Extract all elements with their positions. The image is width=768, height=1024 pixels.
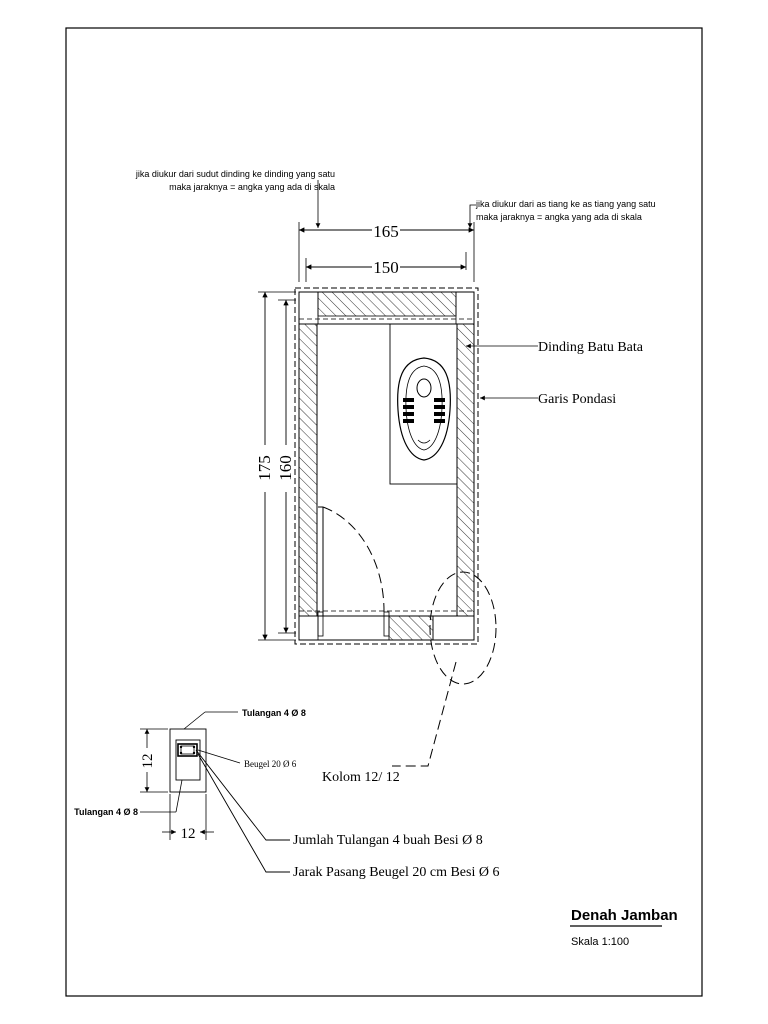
dimension-lines	[258, 222, 475, 641]
wall-note-line2: maka jaraknya = angka yang ada di skala	[169, 182, 335, 192]
brick-wall-label: Dinding Batu Bata	[538, 340, 644, 355]
toilet-platform	[389, 323, 458, 485]
column-section-detail	[140, 711, 290, 873]
rebar-count-label: Jumlah Tulangan 4 buah Besi Ø 8	[293, 833, 483, 848]
dimension-outer-height: 175	[255, 455, 274, 481]
column-callout-leader	[392, 661, 457, 767]
column-detail-callout	[429, 571, 497, 685]
column-label: Kolom 12/ 12	[322, 770, 400, 785]
room-interior	[316, 323, 458, 617]
squat-toilet-icon	[397, 357, 451, 461]
wall-note-line1: jika diukur dari sudut dinding ke dindin…	[135, 169, 335, 179]
dimension-inner-width: 150	[373, 258, 399, 277]
column-top-left	[298, 291, 319, 325]
rebar-left-label: Tulangan 4 Ø 8	[74, 807, 138, 817]
column-bottom-left	[298, 615, 319, 641]
foundation-line-label: Garis Pondasi	[538, 392, 616, 407]
wall-top	[317, 291, 457, 317]
axis-note-line2: maka jaraknya = angka yang ada di skala	[476, 212, 642, 222]
column-top-right	[455, 291, 475, 325]
stirrup-spacing-label: Jarak Pasang Beugel 20 cm Besi Ø 6	[293, 865, 499, 880]
wall-bottom	[388, 615, 434, 641]
foundation-line	[294, 287, 479, 645]
column-section-width: 12	[181, 826, 196, 842]
column-section-height: 12	[140, 754, 156, 769]
axis-note-line1: jika diukur dari as tiang ke as tiang ya…	[475, 199, 656, 209]
column-bottom-right	[432, 615, 475, 641]
drawing-scale: Skala 1:100	[571, 936, 629, 948]
dimension-inner-height: 160	[276, 455, 295, 481]
rebar-top-label: Tulangan 4 Ø 8	[242, 708, 306, 718]
wall-left	[298, 323, 318, 617]
dimension-outer-width: 165	[373, 222, 399, 241]
drawing-title: Denah Jamban	[571, 907, 678, 924]
door-stop-left	[317, 611, 324, 637]
sheet-border	[65, 27, 703, 997]
axis-note-leader	[467, 204, 476, 228]
stirrup-label: Beugel 20 Ø 6	[244, 759, 297, 769]
outer-wall-outline	[298, 291, 475, 641]
door-stop-right	[383, 611, 390, 637]
door-swing-arc	[322, 506, 385, 613]
toilet-plan	[294, 287, 497, 767]
